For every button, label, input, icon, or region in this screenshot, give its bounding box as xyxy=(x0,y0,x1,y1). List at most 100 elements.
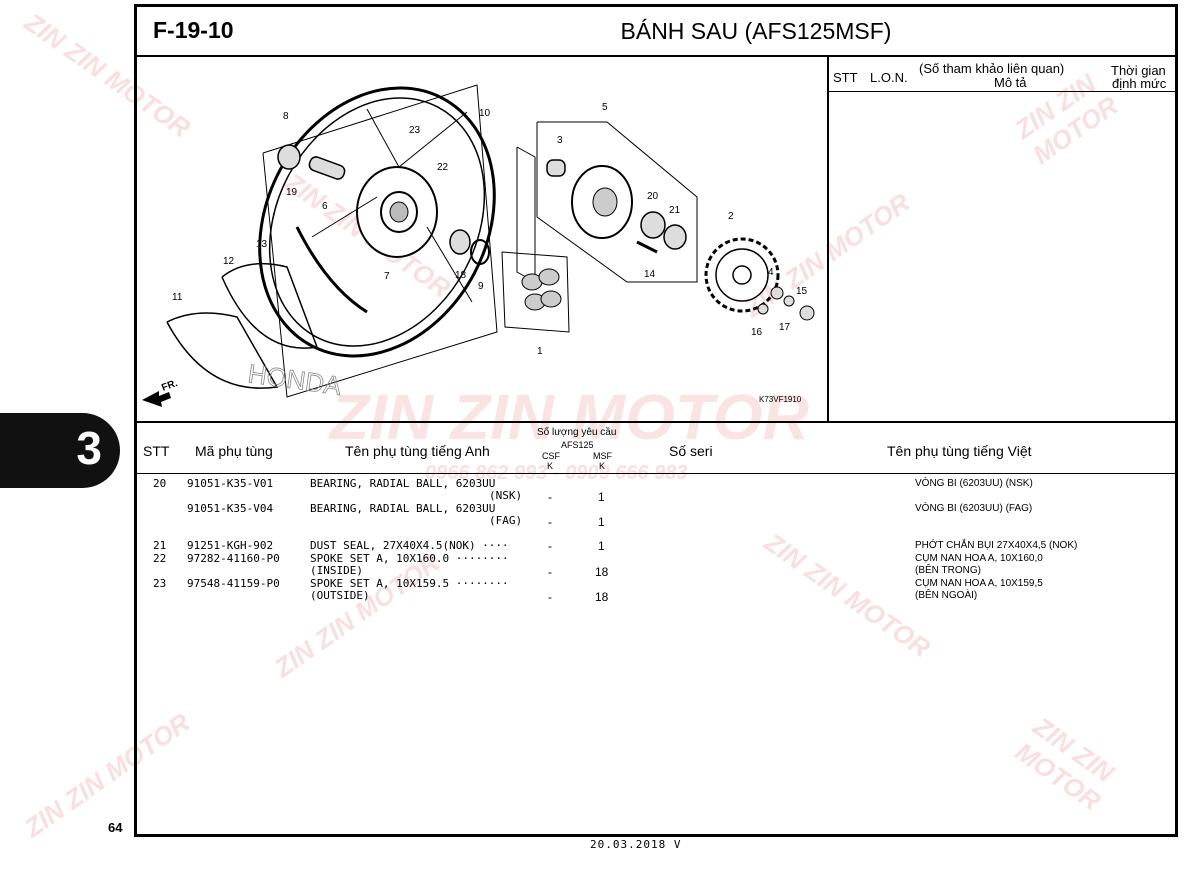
tire-11 xyxy=(166,312,279,389)
washer-4 xyxy=(770,286,784,300)
reference-header: STT L.O.N. (Số tham khảo liên quan) Mô t… xyxy=(829,57,1175,92)
table-row: 91051-K35-V04 BEARING, RADIAL BALL, 6203… xyxy=(137,502,1175,546)
footer-date: 20.03.2018 V xyxy=(590,838,682,851)
collar-3 xyxy=(546,159,566,177)
col-stt: STT xyxy=(143,443,170,459)
ref-time-1: Thời gian xyxy=(1111,63,1166,78)
callout-19: 19 xyxy=(286,187,298,198)
row-csf: - xyxy=(548,590,552,604)
ref-related: (Số tham khảo liên quan) xyxy=(919,61,1065,76)
row-msf: 1 xyxy=(598,515,605,529)
callout-5: 5 xyxy=(602,102,608,113)
row-en2: (INSIDE) xyxy=(310,564,363,577)
row-part: 97548-41159-P0 xyxy=(187,577,280,590)
callout-10: 10 xyxy=(479,108,491,119)
table-row: 21 91251-KGH-902 DUST SEAL, 27X40X4.5(NO… xyxy=(137,539,1175,583)
parts-diagram-svg: HONDA FR. K7 xyxy=(142,84,815,407)
section-tab: 3 xyxy=(0,413,120,488)
bearing-18 xyxy=(449,229,471,255)
front-direction-arrow xyxy=(142,391,171,407)
section-number: 3 xyxy=(76,422,102,474)
ref-stt: STT xyxy=(833,70,858,85)
row-vn1: CỤM NAN HOA A, 10X159,5 xyxy=(915,578,1043,589)
row-part: 91051-K35-V01 xyxy=(187,477,274,490)
tube-12 xyxy=(221,262,319,349)
stud-14 xyxy=(636,240,658,254)
callout-8: 8 xyxy=(283,111,289,122)
ref-desc: Mô tả xyxy=(994,75,1027,90)
callout-17: 17 xyxy=(779,322,791,333)
col-part-no: Mã phụ tùng xyxy=(195,443,273,459)
sprocket-center xyxy=(732,265,752,285)
callout-12: 12 xyxy=(223,256,235,267)
callout-7: 7 xyxy=(384,271,390,282)
diagram-ref-code: K73VF1910 xyxy=(759,395,802,404)
parts-table-header: STT Mã phụ tùng Tên phụ tùng tiếng Anh S… xyxy=(137,423,1175,474)
callout-9: 9 xyxy=(478,281,484,292)
col-qty-title: Số lượng yêu cầu xyxy=(537,427,617,438)
row-stt: 23 xyxy=(153,577,167,590)
spoke xyxy=(366,108,400,168)
row-stt: 22 xyxy=(153,552,167,565)
row-vn1: PHỚT CHẮN BỤI 27X40X4,5 (NOK) xyxy=(915,540,1078,551)
seal-21 xyxy=(663,224,687,250)
exploded-diagram: HONDA FR. K7 xyxy=(137,57,829,423)
row-msf: 18 xyxy=(595,565,609,579)
callout-15: 15 xyxy=(796,286,808,297)
col-name-en: Tên phụ tùng tiếng Anh xyxy=(345,443,490,459)
front-label: FR. xyxy=(160,378,179,394)
row-vn2: (BÊN TRONG) xyxy=(915,565,981,576)
page-number: 64 xyxy=(108,820,123,835)
row-en2: (FAG) xyxy=(489,514,523,527)
row-csf: - xyxy=(548,565,552,579)
callout-20: 20 xyxy=(647,191,659,202)
rim-inner xyxy=(268,97,486,347)
nut-15 xyxy=(799,305,815,321)
hub-bracket xyxy=(516,146,536,283)
row-csf: - xyxy=(548,490,552,504)
row-stt: 20 xyxy=(153,477,167,490)
row-part: 97282-41160-P0 xyxy=(187,552,280,565)
col-serial: Số seri xyxy=(669,443,713,459)
row-msf: 18 xyxy=(595,590,609,604)
callout-3: 3 xyxy=(557,135,563,146)
rim-outer xyxy=(258,86,496,358)
row-en1: SPOKE SET A, 10X159.5 ········ xyxy=(310,577,509,590)
callout-2: 2 xyxy=(728,211,734,222)
rim-band-13 xyxy=(295,226,368,314)
row-part: 91251-KGH-902 xyxy=(187,539,274,552)
figure-code: F-19-10 xyxy=(153,17,234,43)
collar-6 xyxy=(308,156,346,180)
spoke xyxy=(398,111,468,168)
row-en1: DUST SEAL, 27X40X4.5(NOK) ···· xyxy=(310,539,509,552)
table-row: 20 91051-K35-V01 BEARING, RADIAL BALL, 6… xyxy=(137,477,1175,521)
col-qty-model: AFS125 xyxy=(561,440,594,450)
hub-center xyxy=(389,201,409,223)
row-vn2: (BÊN NGOÀI) xyxy=(915,590,978,601)
callout-22: 22 xyxy=(437,162,449,173)
row-part: 91051-K35-V04 xyxy=(187,502,274,515)
col-qty-msf-sub: K xyxy=(599,461,606,471)
callout-23: 23 xyxy=(409,125,421,136)
row-stt: 21 xyxy=(153,539,167,552)
col-qty-csf: CSF xyxy=(542,451,560,461)
row-msf: 1 xyxy=(598,490,605,504)
row-msf: 1 xyxy=(598,539,605,553)
sprocket-hub-bore xyxy=(592,187,618,217)
spoke xyxy=(311,196,378,238)
row-en1: BEARING, RADIAL BALL, 6203UU xyxy=(310,502,496,515)
row-csf: - xyxy=(548,539,552,553)
brand-outline-text: HONDA xyxy=(246,358,344,401)
row-csf: - xyxy=(548,515,552,529)
callout-13: 13 xyxy=(256,239,268,250)
ref-time-2: định mức xyxy=(1112,76,1167,91)
row-en2: (NSK) xyxy=(489,489,523,502)
washer-17 xyxy=(783,295,795,307)
driven-sprocket-2 xyxy=(704,237,780,313)
ref-lon: L.O.N. xyxy=(870,70,908,85)
col-qty-csf-sub: K xyxy=(547,461,554,471)
row-en1: BEARING, RADIAL BALL, 6203UU xyxy=(310,477,496,490)
row-en2: (OUTSIDE) xyxy=(310,589,370,602)
col-name-vn: Tên phụ tùng tiếng Việt xyxy=(887,443,1032,459)
callout-4: 4 xyxy=(768,267,774,278)
